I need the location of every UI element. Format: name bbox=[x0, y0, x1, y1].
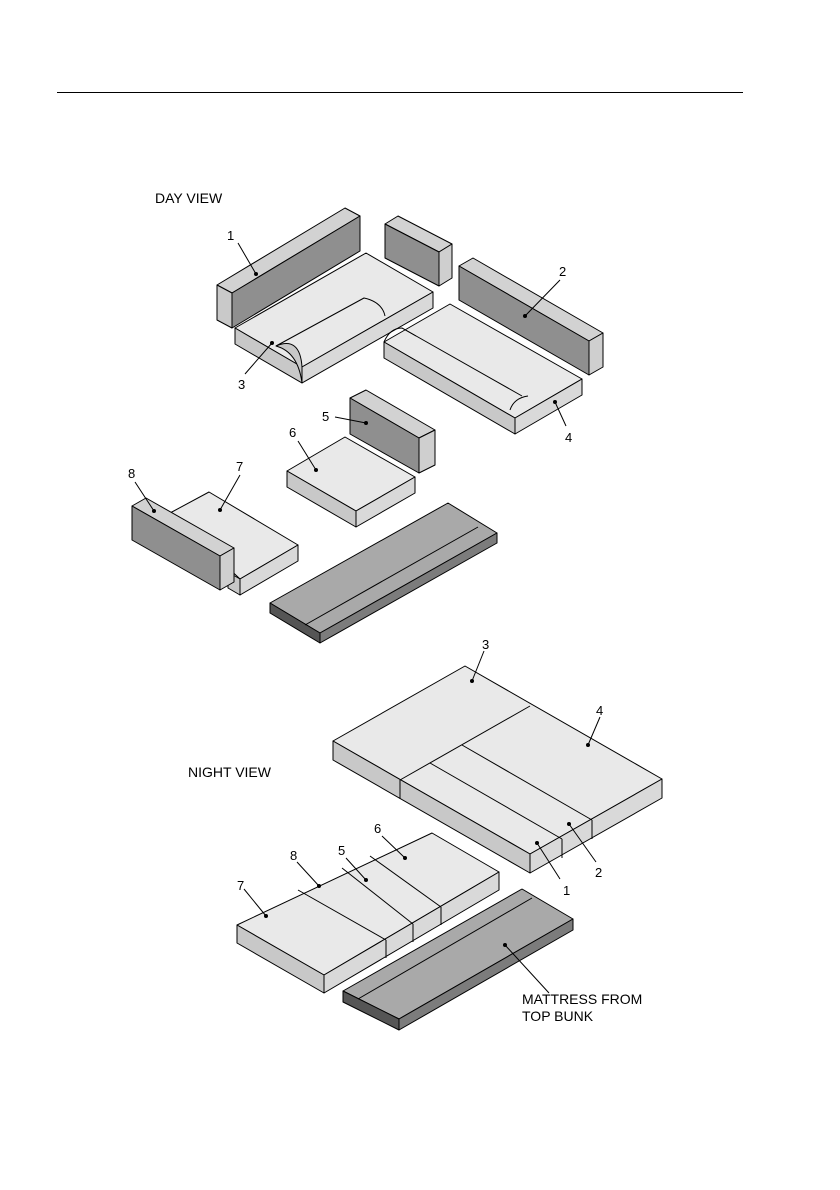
day-callout-3: 3 bbox=[238, 377, 245, 392]
night-callout-2: 2 bbox=[595, 865, 602, 880]
night-callout-8: 8 bbox=[290, 848, 297, 863]
mattress-caption-line2: TOP BUNK bbox=[522, 1008, 642, 1025]
night-callout-5: 5 bbox=[338, 843, 345, 858]
night-callout-7: 7 bbox=[237, 878, 244, 893]
mattress-caption-line1: MATTRESS FROM bbox=[522, 991, 642, 1008]
day-callout-5: 5 bbox=[322, 409, 329, 424]
night-callout-3: 3 bbox=[482, 637, 489, 652]
day-callout-8: 8 bbox=[128, 466, 135, 481]
day-callout-1: 1 bbox=[227, 228, 234, 243]
day-callout-4: 4 bbox=[565, 430, 572, 445]
night-callout-1: 1 bbox=[563, 883, 570, 898]
night-callout-6: 6 bbox=[374, 821, 381, 836]
day-callout-2: 2 bbox=[559, 264, 566, 279]
day-callout-7: 7 bbox=[236, 459, 243, 474]
night-bed-surface bbox=[333, 666, 662, 873]
day-callout-6: 6 bbox=[289, 425, 296, 440]
day-mattress-top-bunk bbox=[270, 503, 497, 643]
night-callout-4: 4 bbox=[596, 703, 603, 718]
mattress-caption: MATTRESS FROM TOP BUNK bbox=[522, 991, 642, 1025]
